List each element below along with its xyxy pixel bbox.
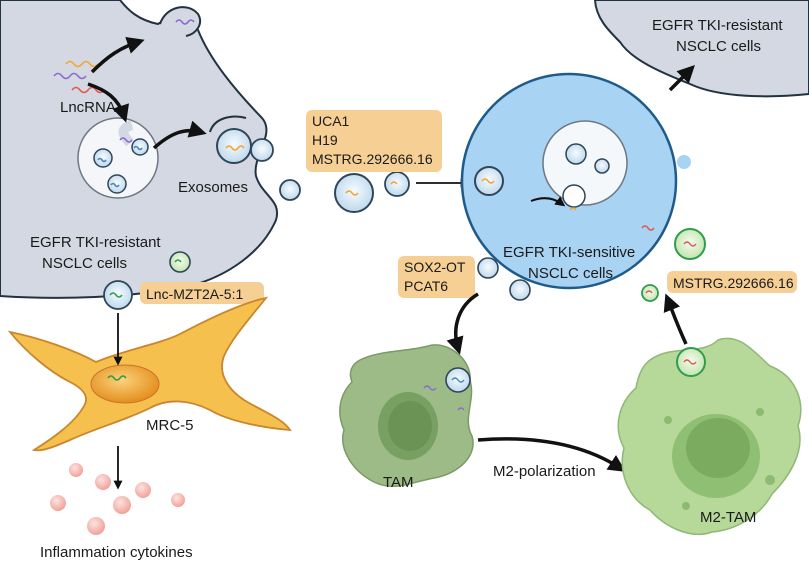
m2-polarization-label: M2-polarization	[493, 463, 596, 480]
green-vesicle-2	[641, 284, 659, 302]
mrc5-label: MRC-5	[146, 417, 194, 434]
cargo-m2-mstrg: MSTRG.292666.16	[673, 275, 794, 291]
m2-cargo-tag	[667, 271, 797, 293]
resistant-cell-label-line2: NSCLC cells	[42, 255, 127, 272]
cargo-uca1: UCA1	[312, 113, 350, 129]
tam-cargo-tag	[398, 256, 475, 298]
fibroblast-lncrna	[107, 375, 127, 381]
arrow-to-mvb	[87, 82, 129, 123]
vesicle-sox2	[477, 257, 499, 279]
cargo-sox2ot: SOX2-OT	[404, 259, 466, 275]
resistant-top-label-line1: EGFR TKI-resistant	[652, 17, 783, 34]
sensitive-cell	[460, 72, 691, 290]
cargo-pcat6: PCAT6	[404, 278, 448, 294]
sensitive-cell-label-line2: NSCLC cells	[528, 265, 613, 282]
m2-tam-cell	[617, 337, 802, 536]
arrow-to-secretion	[152, 120, 207, 150]
tam-label: TAM	[383, 474, 414, 491]
fibroblast-mrc5	[7, 296, 292, 452]
arrow-polarization	[477, 437, 626, 472]
cargo-mstrg: MSTRG.292666.16	[312, 151, 433, 167]
arrow-to-budding	[90, 37, 145, 74]
sensitive-lncrna	[481, 178, 655, 231]
released-exosomes	[103, 138, 410, 310]
resistant-cell-label-line1: EGFR TKI-resistant	[30, 234, 161, 251]
fibroblast-cargo-tag	[140, 282, 264, 304]
sensitive-cell-label-line1: EGFR TKI-sensitive	[503, 244, 635, 261]
resistant-top-label-line2: NSCLC cells	[676, 38, 761, 55]
cytokines	[50, 463, 185, 535]
inflammation-label: Inflammation cytokines	[40, 544, 193, 561]
lncrna-squiggles	[53, 19, 245, 188]
arrow-to-tam	[446, 292, 479, 355]
m2-tam-label: M2-TAM	[700, 509, 756, 526]
lncrna-label: LncRNA	[60, 99, 116, 116]
cargo-h19: H19	[312, 132, 338, 148]
cargo-lnc-mzt2a: Lnc-MZT2A-5:1	[146, 286, 243, 302]
tam-cell	[339, 344, 474, 488]
arrow-to-sensitive-from-m2	[663, 293, 688, 345]
vesicle-pcat6	[509, 279, 531, 301]
arrow-into-mvb	[530, 196, 566, 207]
arrow-to-resistant-top	[668, 65, 695, 92]
resistant-cell-top-right	[593, 0, 809, 98]
exosomes-label: Exosomes	[178, 179, 248, 196]
exosome-cargo-tag	[306, 110, 442, 172]
